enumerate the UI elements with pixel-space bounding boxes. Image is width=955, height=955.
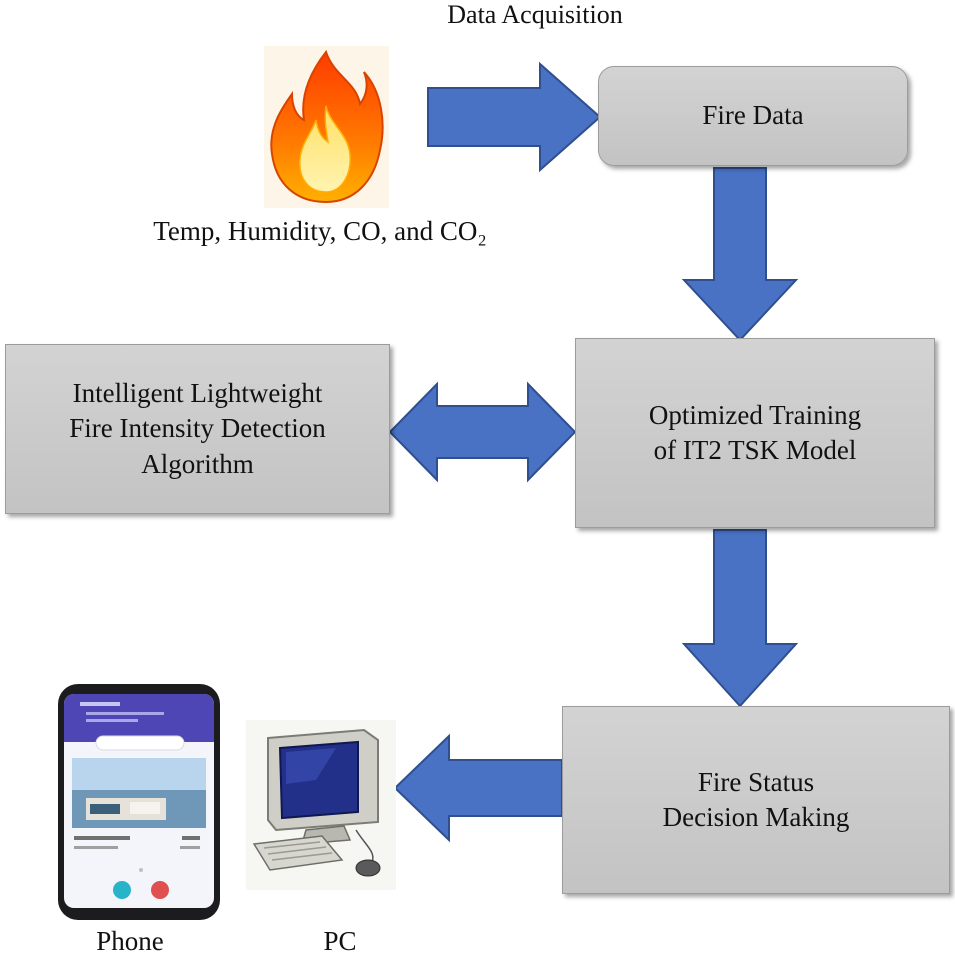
arrow-bidirectional-algorithm-training	[388, 381, 577, 483]
fire-data-label: Fire Data	[702, 100, 804, 131]
pc-icon	[246, 720, 396, 890]
box-decision: Fire Status Decision Making	[562, 706, 950, 894]
training-label-line-1: Optimized Training	[648, 399, 862, 430]
arrow-down-to-decision	[681, 529, 799, 708]
phone-icon	[50, 680, 228, 925]
training-label-line-2: of IT2 TSK Model	[653, 435, 857, 465]
arrow-right-to-fire-data	[427, 61, 602, 173]
algorithm-label-line-1: Intelligent Lightweight	[72, 378, 323, 409]
sensor-caption: Temp, Humidity, CO, and CO₂	[153, 216, 487, 246]
algorithm-label-line-3: Algorithm	[141, 448, 254, 479]
arrow-down-to-training	[681, 167, 799, 342]
phone-label: Phone	[96, 926, 164, 955]
box-training: Optimized Training of IT2 TSK Model	[575, 338, 935, 528]
title-data-acquisition: Data Acquisition	[447, 0, 623, 29]
box-fire-data: Fire Data	[598, 66, 908, 166]
box-algorithm: Intelligent Lightweight Fire Intensity D…	[5, 344, 390, 514]
decision-label-line-1: Fire Status	[697, 766, 815, 797]
pc-label: PC	[323, 926, 357, 955]
algorithm-label-line-2: Fire Intensity Detection	[69, 413, 326, 444]
arrow-left-to-pc	[393, 733, 563, 843]
fire-icon	[264, 46, 389, 208]
decision-label-line-2: Decision Making	[662, 802, 850, 832]
